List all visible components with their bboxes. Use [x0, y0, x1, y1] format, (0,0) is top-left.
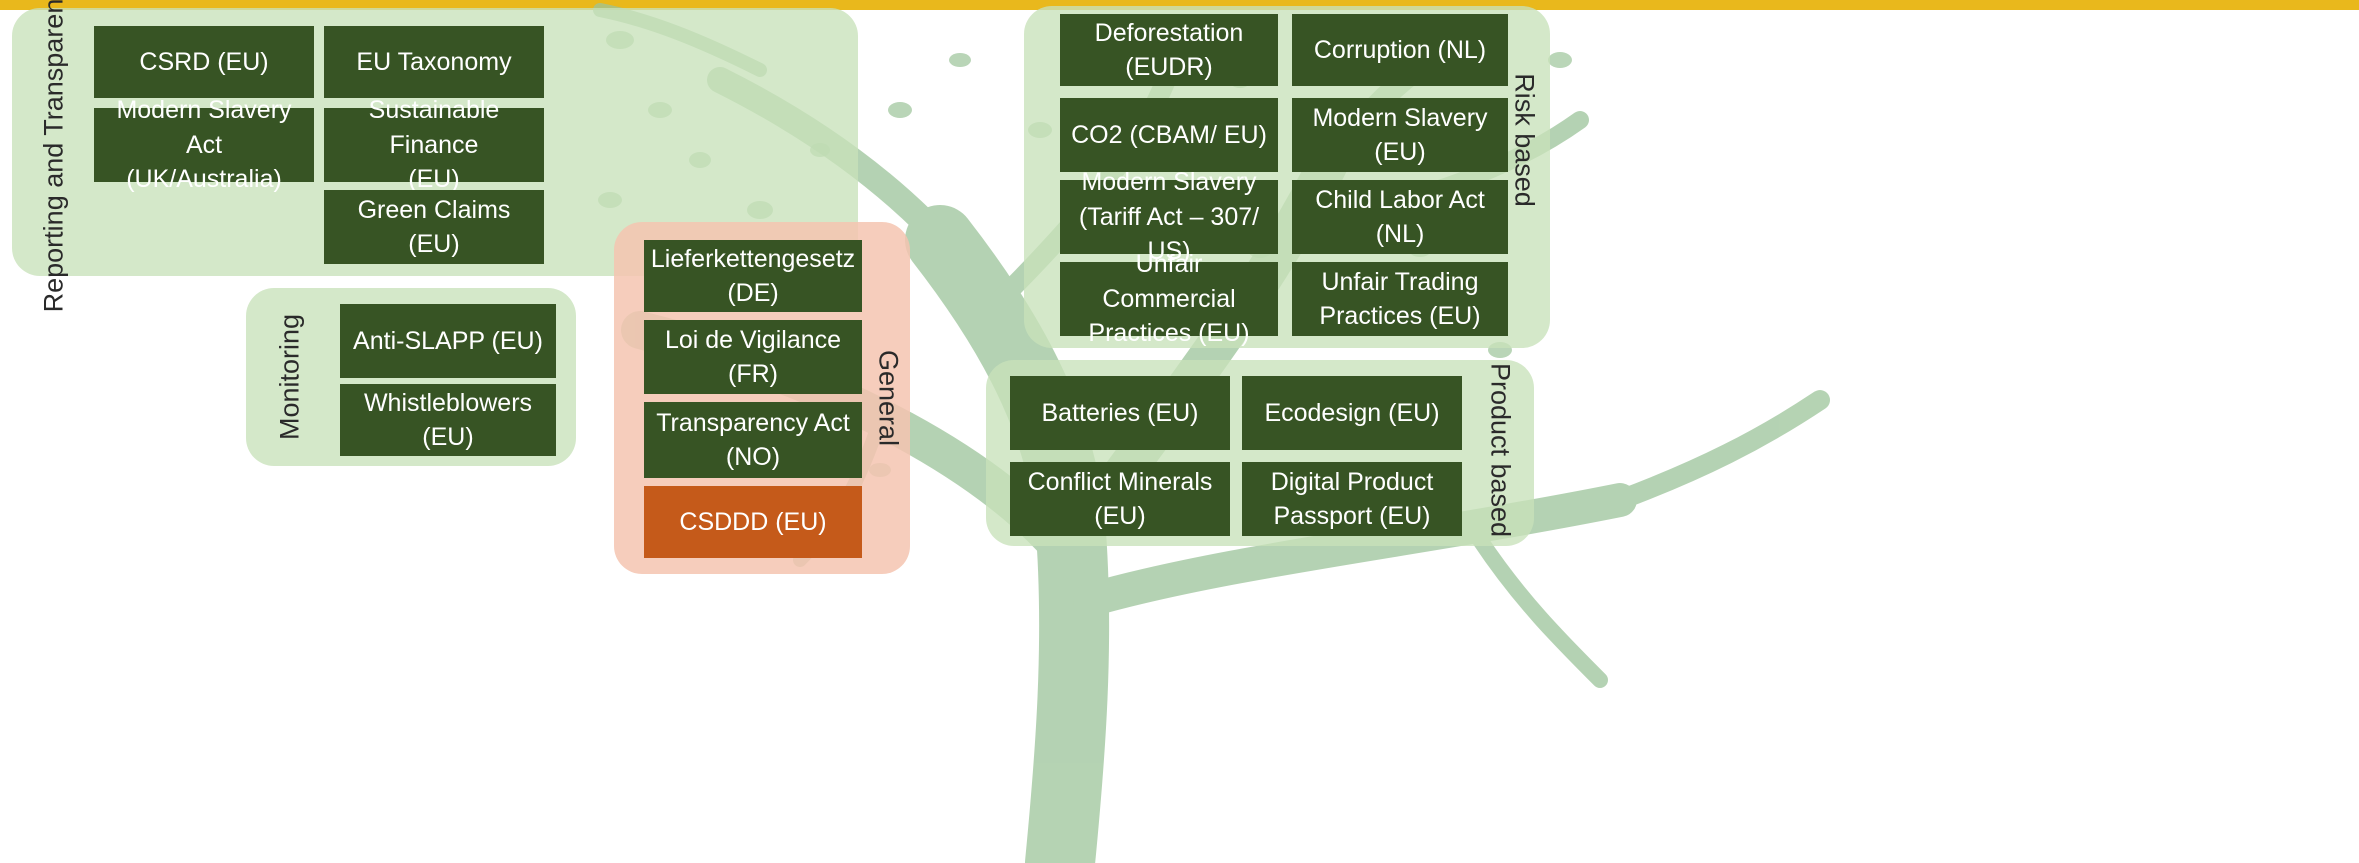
law-loi-de-vigilance: Loi de Vigilance (FR) — [644, 320, 862, 394]
law-transparency-act: Transparency Act (NO) — [644, 402, 862, 478]
law-digital-product-passport: Digital Product Passport (EU) — [1242, 462, 1462, 536]
law-unfair-trading: Unfair Trading Practices (EU) — [1292, 262, 1508, 336]
law-lieferkettengesetz: Lieferkettengesetz (DE) — [644, 240, 862, 312]
law-modern-slavery-act: Modern Slavery Act (UK/Australia) — [94, 96, 314, 193]
law-co2-cbam: CO2 (CBAM/ EU) — [1060, 98, 1278, 172]
law-sustainable-finance: Sustainable Finance (EU) — [324, 96, 544, 193]
law-modern-slavery-eu: Modern Slavery (EU) — [1292, 98, 1508, 172]
group-label-reporting: Reporting and Transparency — [38, 0, 69, 313]
group-label-product: Product based — [1485, 362, 1516, 538]
group-label-monitoring: Monitoring — [274, 313, 305, 441]
law-conflict-minerals: Conflict Minerals (EU) — [1010, 462, 1230, 536]
law-csrd: CSRD (EU) — [94, 26, 314, 98]
law-modern-slavery-us: Modern Slavery (Tariff Act – 307/ US) — [1060, 168, 1278, 265]
group-label-general: General — [873, 349, 904, 447]
law-whistleblowers: Whistleblowers (EU) — [340, 384, 556, 456]
law-child-labor: Child Labor Act (NL) — [1292, 180, 1508, 254]
group-label-risk: Risk based — [1509, 73, 1540, 207]
law-anti-slapp: Anti-SLAPP (EU) — [340, 304, 556, 378]
law-csddd: CSDDD (EU) — [644, 486, 862, 558]
law-ecodesign: Ecodesign (EU) — [1242, 376, 1462, 450]
law-unfair-commercial: Unfair Commercial Practices (EU) — [1060, 250, 1278, 347]
law-corruption: Corruption (NL) — [1292, 14, 1508, 86]
law-green-claims: Green Claims (EU) — [324, 190, 544, 264]
top-accent-bar — [0, 0, 2359, 10]
law-eu-taxonomy: EU Taxonomy — [324, 26, 544, 98]
law-deforestation: Deforestation (EUDR) — [1060, 14, 1278, 86]
law-batteries: Batteries (EU) — [1010, 376, 1230, 450]
